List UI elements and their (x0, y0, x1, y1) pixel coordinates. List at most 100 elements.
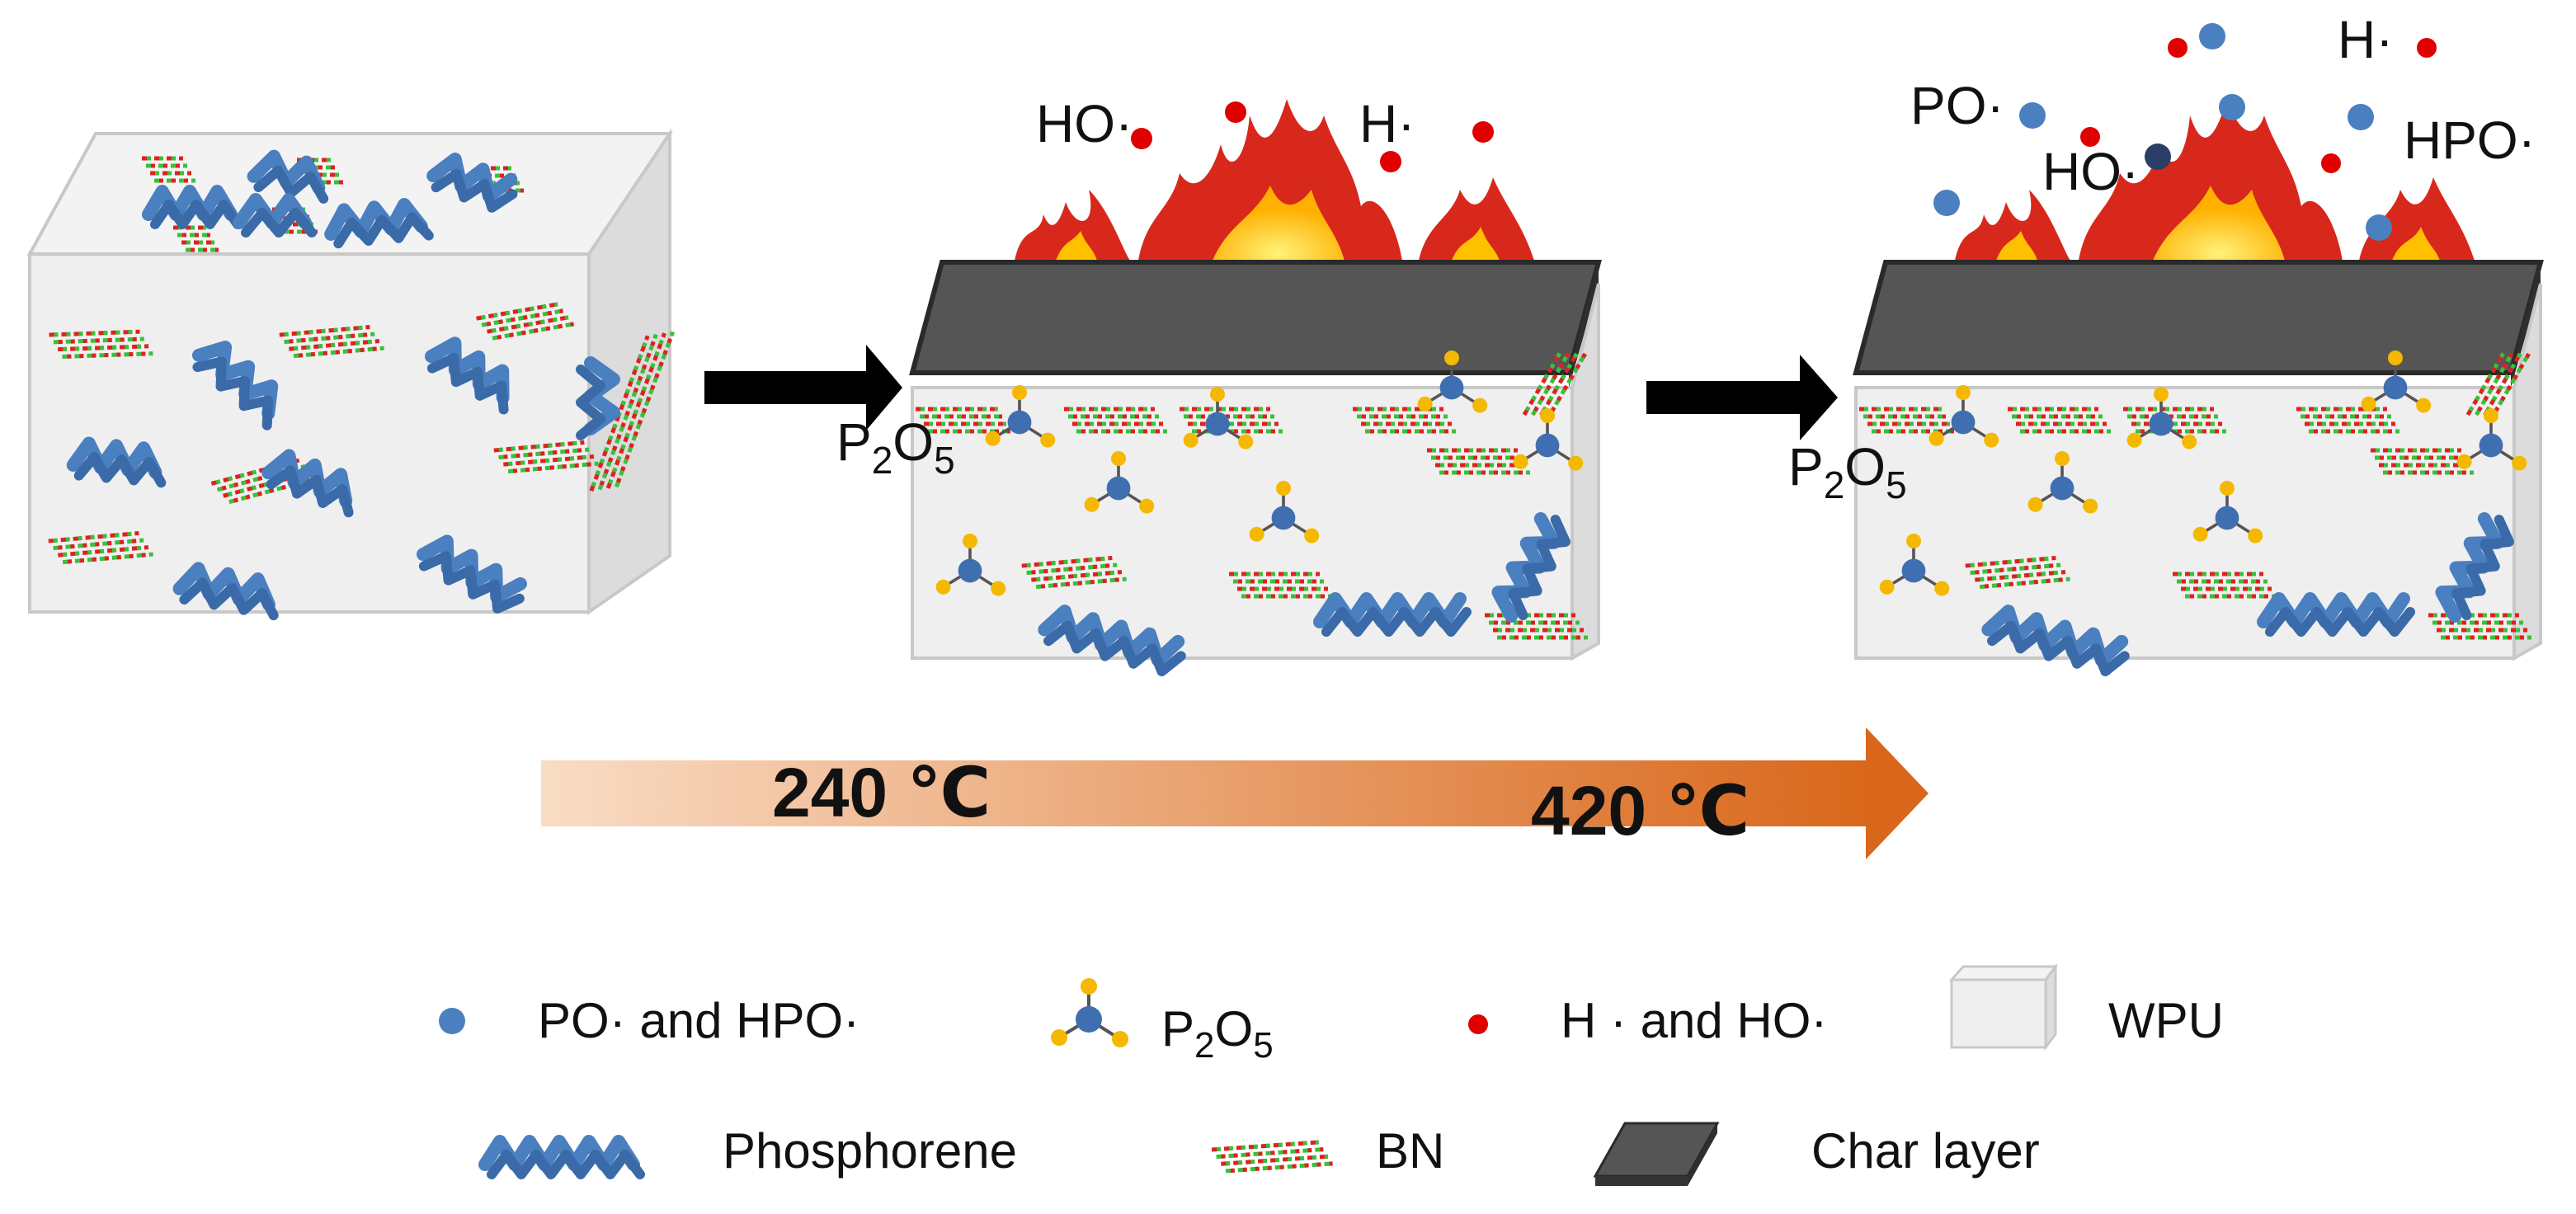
bn-sheet (48, 530, 153, 565)
p2o5-molecule (935, 534, 1006, 596)
legend: PO· and HPO· P2O5 H · and HO· WPU Phosph… (439, 962, 2224, 1186)
legend-wpu-icon (1948, 962, 2058, 1052)
phosphorene-sheet (192, 341, 279, 431)
p2o5-molecule (1249, 481, 1320, 543)
stage2-fillers (916, 349, 1589, 676)
stage3-radical-blue-2 (2219, 94, 2245, 120)
p2o5-molecule (2192, 481, 2263, 543)
phosphorene-sheet (425, 336, 510, 415)
phosphorene-sheet (1038, 605, 1186, 676)
phosphorene-sheet (1313, 592, 1472, 637)
phosphorene-sheet (1981, 605, 2130, 676)
phosphorene-sheet (172, 562, 279, 621)
bn-sheet (916, 407, 1010, 434)
bn-sheet (1211, 1140, 1333, 1174)
legend-phosphorene-icon (478, 1135, 645, 1179)
stage3-radical-po (2019, 102, 2046, 129)
phosphorene-sheet (1491, 512, 1571, 623)
stage3-side-face (2512, 283, 2542, 661)
legend-wpu-label: WPU (2108, 993, 2224, 1048)
bn-sheet (1427, 448, 1530, 475)
stage3-radical-blue-4 (2145, 144, 2171, 170)
temperature-bar (541, 760, 1867, 826)
stage3-label-h: H· (2338, 10, 2394, 69)
stage2-radical-red-4 (1472, 121, 1494, 143)
p2o5-molecule (1051, 978, 1128, 1047)
legend-po-radical-icon (439, 1008, 465, 1034)
phosphorene-sheet (142, 185, 243, 229)
phosphorene-sheet (324, 198, 434, 249)
stage2-label-p2o5: P2O5 (836, 412, 955, 482)
phosphorene-sheet (247, 149, 329, 204)
bn-sheet (1859, 407, 1954, 434)
bn-sheet (49, 329, 153, 359)
bn-sheet (173, 225, 219, 252)
stage2-flame (1015, 99, 1534, 261)
stage3-label-ho: HO· (2042, 142, 2139, 201)
p2o5-molecule (2361, 351, 2432, 413)
p2o5-molecule (1183, 387, 1254, 449)
legend-po-label: PO· and HPO· (538, 993, 859, 1048)
temperature-420: 420 ℃ (1531, 772, 1750, 849)
temperature-240: 240 ℃ (772, 754, 991, 831)
bn-sheet (1229, 572, 1332, 599)
stage3-radical-red-1 (2168, 38, 2187, 58)
stage3-label-hpo: HPO· (2404, 111, 2536, 170)
stage2-block: HO· H· P2O5 (836, 94, 1602, 676)
stage3-radical-blue-3 (2348, 104, 2374, 130)
bn-sheet (142, 156, 195, 183)
stage3-radical-blue-6 (2366, 214, 2392, 241)
stage3-fillers (1859, 349, 2532, 676)
p2o5-molecule (1084, 451, 1155, 514)
bn-sheet (589, 331, 676, 492)
phosphorene-sheet (417, 534, 527, 614)
phosphorene-sheet (2257, 592, 2415, 637)
stage3-block: PO· H· HO· HPO· P2O5 (1788, 10, 2544, 676)
p2o5-molecule (985, 385, 1056, 448)
bn-sheet (1485, 613, 1588, 640)
bn-sheet (2008, 407, 2111, 434)
p2o5-molecule (1417, 351, 1488, 413)
bn-sheet (2296, 407, 2399, 434)
legend-bn-label: BN (1376, 1123, 1444, 1179)
stage3-radical-red-4 (2321, 153, 2341, 173)
process-arrow-1 (704, 345, 902, 431)
legend-h-radical-icon (1468, 1014, 1488, 1034)
phosphorene-sheet (66, 436, 167, 488)
legend-char-label: Char layer (1811, 1123, 2040, 1179)
p2o5-molecule (1879, 534, 1950, 596)
bn-sheet (2371, 448, 2474, 475)
phosphorene-sheet (261, 449, 354, 518)
stage3-radical-blue-1 (2199, 23, 2225, 49)
stage3-label-po: PO· (1910, 76, 2004, 135)
stage2-label-ho: HO· (1036, 94, 1133, 153)
stage1-block (26, 128, 676, 621)
temperature-arrow: 240 ℃ 420 ℃ (541, 727, 1928, 859)
phosphorene-sheet (2435, 512, 2514, 623)
stage2-label-h: H· (1359, 94, 1415, 153)
stage3-char-layer (1853, 260, 2544, 375)
legend-h-label: H · and HO· (1561, 993, 1827, 1048)
stage3-radical-red-2 (2417, 38, 2437, 58)
phosphorene-sheet (426, 153, 518, 213)
legend-p2o5-icon (1051, 978, 1128, 1047)
stage3-radical-blue-5 (1933, 190, 1960, 216)
bn-sheet (476, 302, 574, 341)
phosphorene-sheet (233, 193, 317, 238)
p2o5-molecule (1513, 408, 1584, 471)
bn-sheet (493, 440, 599, 474)
legend-phosphorene-label: Phosphorene (723, 1123, 1017, 1179)
p2o5-molecule (1928, 385, 1999, 448)
stage1-fillers (48, 149, 676, 621)
stage1-top-face (26, 132, 673, 256)
p2o5-molecule (2456, 408, 2527, 471)
stage3-radical-red-3 (2080, 127, 2100, 147)
process-arrow-2 (1646, 355, 1838, 440)
stage2-char-layer (909, 260, 1602, 375)
bn-sheet (2173, 572, 2276, 599)
stage2-radical-h (1380, 151, 1401, 172)
stage2-radical-ho (1131, 128, 1152, 149)
legend-bn-icon (1211, 1140, 1333, 1174)
bn-sheet (1064, 407, 1167, 434)
